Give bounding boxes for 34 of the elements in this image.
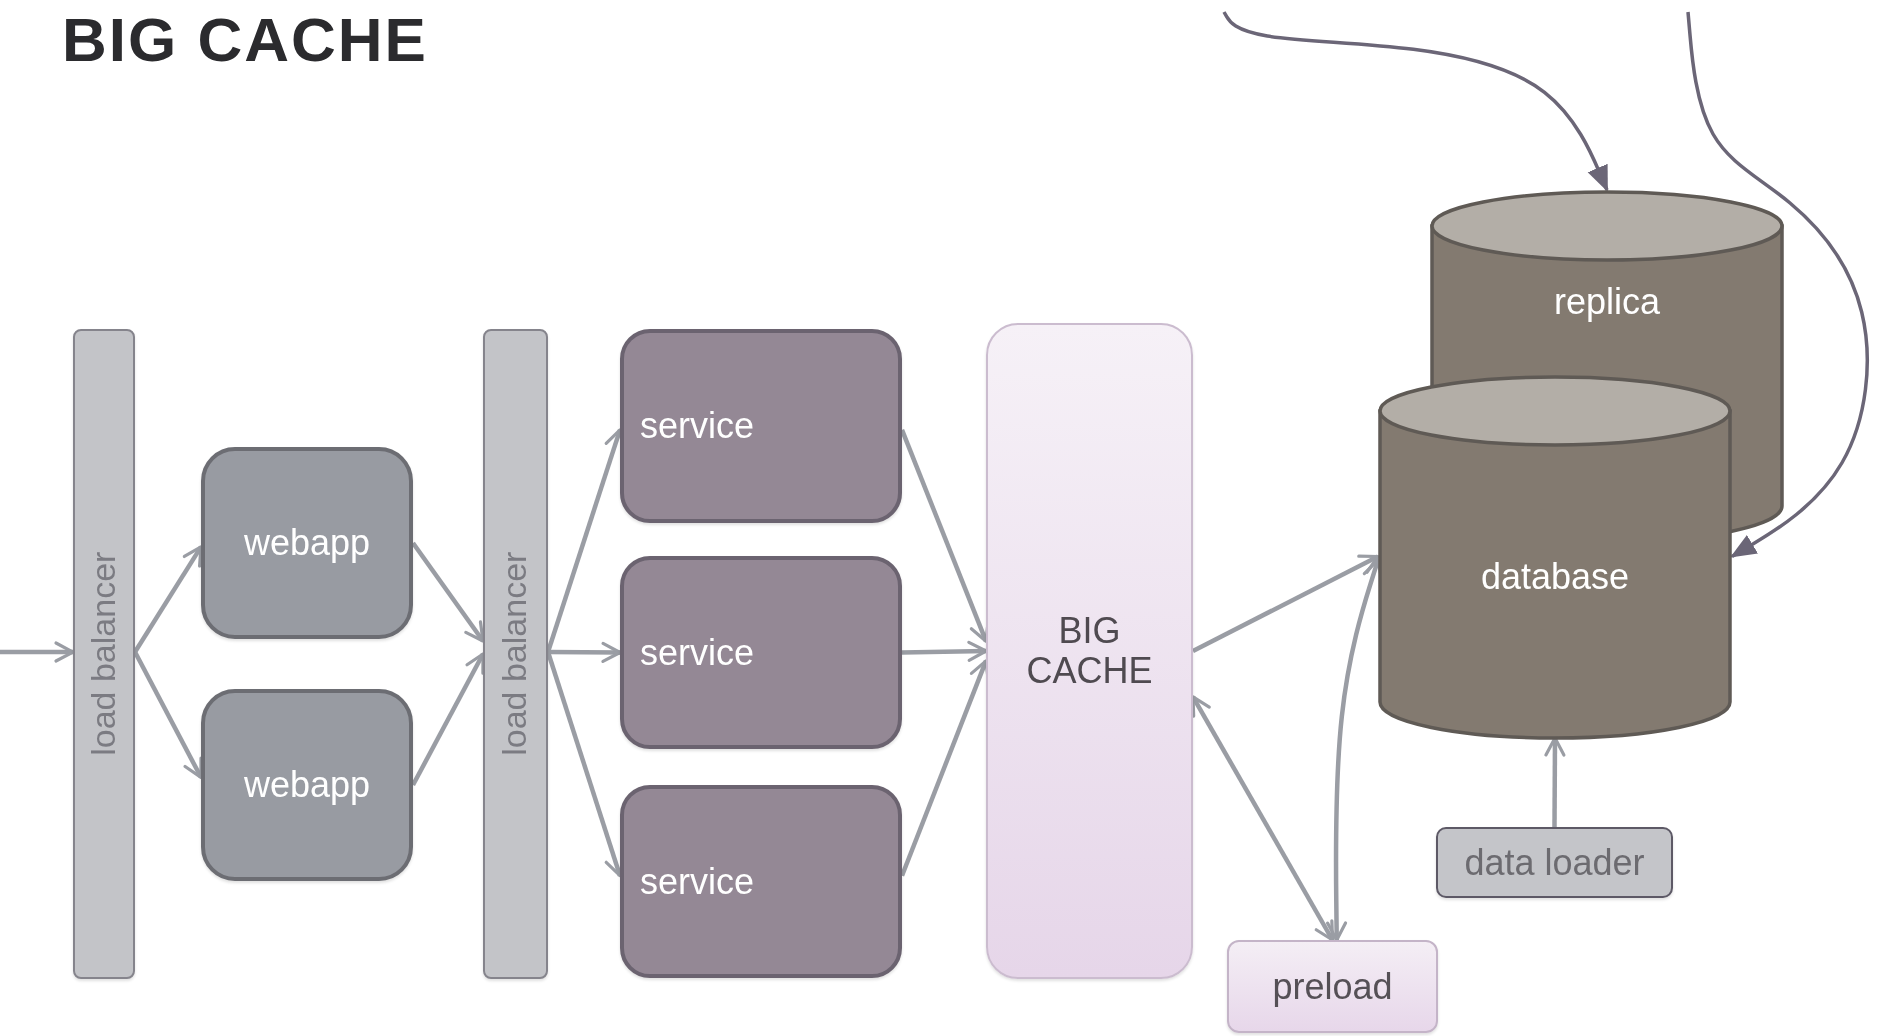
arrow — [411, 652, 485, 787]
node-label: BIG CACHE — [1025, 611, 1154, 691]
node-label: service — [640, 861, 755, 902]
arrow — [901, 640, 988, 662]
arrow — [411, 541, 485, 643]
diagram-title: BIG CACHE — [62, 4, 428, 75]
cache-box — [986, 323, 1193, 979]
node-label: load balancer — [85, 551, 123, 757]
node-label: load balancer — [496, 551, 535, 757]
arrow — [133, 545, 203, 654]
arrow — [133, 651, 203, 779]
node-label: service — [640, 632, 755, 673]
data-loader-box — [1436, 827, 1673, 898]
webapp-box — [201, 689, 413, 881]
load-balancer-bar — [73, 329, 135, 979]
arrow — [1191, 695, 1335, 942]
curved-arrow — [1686, 11, 1869, 558]
service-box — [620, 785, 902, 978]
arrow — [548, 641, 622, 663]
node-label: service — [640, 406, 755, 446]
node-label: database — [1480, 557, 1630, 597]
node-label: data loader — [1464, 842, 1645, 883]
webapp-box — [201, 447, 413, 639]
arrow — [0, 641, 75, 663]
node-label: webapp — [243, 523, 371, 563]
node-label: replica — [1553, 282, 1661, 322]
service-box — [620, 329, 902, 523]
curved-arrow — [1222, 11, 1609, 192]
preload-box — [1227, 940, 1438, 1033]
service-box — [620, 556, 902, 749]
node-label: webapp — [243, 765, 371, 805]
arrow — [1191, 554, 1380, 653]
load-balancer-bar — [483, 329, 548, 979]
node-label: preload — [1272, 966, 1393, 1007]
